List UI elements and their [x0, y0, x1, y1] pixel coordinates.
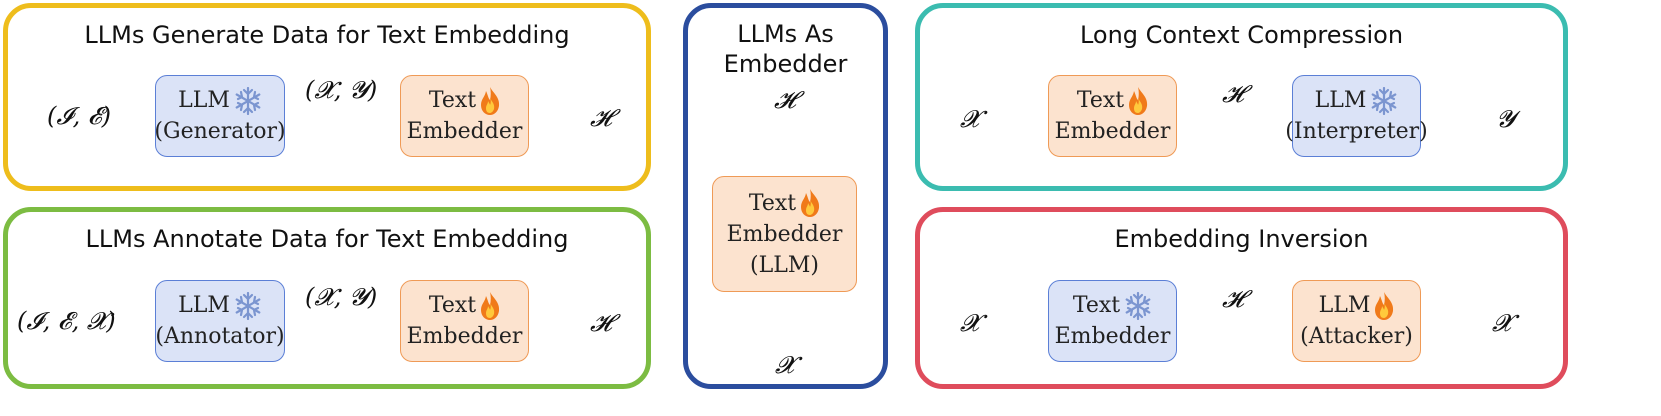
- annotate-panel: LLMs Annotate Data for Text Embedding: [3, 207, 651, 389]
- inversion-panel: Embedding Inversion: [915, 207, 1568, 389]
- generate-output-label: 𝓗: [590, 104, 612, 132]
- inversion-llm-box: LLM (Attacker): [1292, 280, 1421, 362]
- snowflake-icon: [1125, 291, 1151, 320]
- inversion-embedder-label: Text: [1072, 293, 1121, 318]
- annotate-embedder-label2: Embedder: [406, 324, 523, 349]
- generate-title: LLMs Generate Data for Text Embedding: [84, 21, 570, 49]
- compression-middle-label: 𝓗: [1222, 80, 1244, 108]
- generate-llm-label: LLM: [178, 88, 230, 113]
- embedder-title-line1: LLMs As: [737, 20, 834, 48]
- inversion-llm-label: LLM: [1318, 293, 1371, 318]
- embedder-title-line2: Embedder: [723, 50, 848, 78]
- snowflake-icon: [235, 291, 261, 320]
- inversion-embedder-box: Text Embedder: [1048, 280, 1177, 362]
- compression-embedder-label2: Embedder: [1054, 119, 1171, 144]
- generate-llm-role: (Generator): [154, 119, 286, 144]
- inversion-output-label: 𝓧: [1492, 309, 1512, 337]
- compression-panel: Long Context Compression: [915, 3, 1568, 191]
- embedder-box-line1: Text: [748, 190, 797, 216]
- embedder-box-line3: (LLM): [750, 252, 819, 278]
- annotate-llm-label: LLM: [178, 293, 230, 318]
- annotate-llm-role: (Annotator): [155, 324, 285, 349]
- annotate-output-label: 𝓗: [590, 309, 612, 337]
- inversion-input-label: 𝓧: [960, 309, 980, 337]
- compression-embedder-box: Text Embedder: [1048, 75, 1177, 157]
- flame-icon: [801, 189, 820, 217]
- inversion-middle-label: 𝓗: [1222, 285, 1244, 313]
- compression-output-label: 𝓨: [1496, 105, 1515, 133]
- annotate-title: LLMs Annotate Data for Text Embedding: [85, 225, 569, 253]
- flame-icon: [1375, 291, 1394, 320]
- embedder-box-line2: Embedder: [726, 221, 843, 247]
- generate-embedder-label2: Embedder: [406, 119, 523, 144]
- generate-llm-box: LLM (Generator): [154, 75, 286, 157]
- generate-panel: LLMs Generate Data for Text Embedding: [3, 3, 651, 191]
- inversion-title: Embedding Inversion: [1114, 225, 1369, 253]
- compression-input-label: 𝓧: [960, 105, 980, 133]
- compression-llm-box: LLM (Interpreter): [1285, 75, 1428, 157]
- annotate-llm-box: LLM (Annotator): [155, 280, 285, 362]
- snowflake-icon: [1371, 86, 1397, 115]
- compression-title: Long Context Compression: [1079, 21, 1404, 49]
- flame-icon: [481, 291, 500, 320]
- embedder-llm-box: Text Embedder (LLM): [712, 176, 857, 292]
- inversion-embedder-label2: Embedder: [1054, 324, 1171, 349]
- flame-icon: [1129, 86, 1148, 115]
- annotate-embedder-box: Text Embedder: [400, 280, 529, 362]
- flame-icon: [481, 86, 500, 115]
- annotate-pair-label: (𝓧, 𝓨): [305, 283, 378, 311]
- annotate-input-label: (𝓘, 𝓔, 𝓧): [17, 307, 116, 335]
- compression-llm-role: (Interpreter): [1285, 119, 1428, 144]
- snowflake-icon: [235, 86, 261, 115]
- annotate-embedder-label: Text: [428, 293, 477, 318]
- generate-input-label: (𝓘, 𝓔): [47, 102, 111, 130]
- embedder-output-label: 𝓗: [774, 86, 796, 114]
- generate-embedder-label: Text: [428, 88, 477, 113]
- generate-pair-label: (𝓧, 𝓨): [305, 76, 378, 104]
- compression-embedder-label: Text: [1076, 88, 1125, 113]
- generate-embedder-box: Text Embedder: [400, 75, 529, 157]
- compression-llm-label: LLM: [1314, 88, 1367, 113]
- embedder-input-label: 𝓧: [775, 351, 795, 379]
- inversion-llm-role: (Attacker): [1300, 324, 1413, 349]
